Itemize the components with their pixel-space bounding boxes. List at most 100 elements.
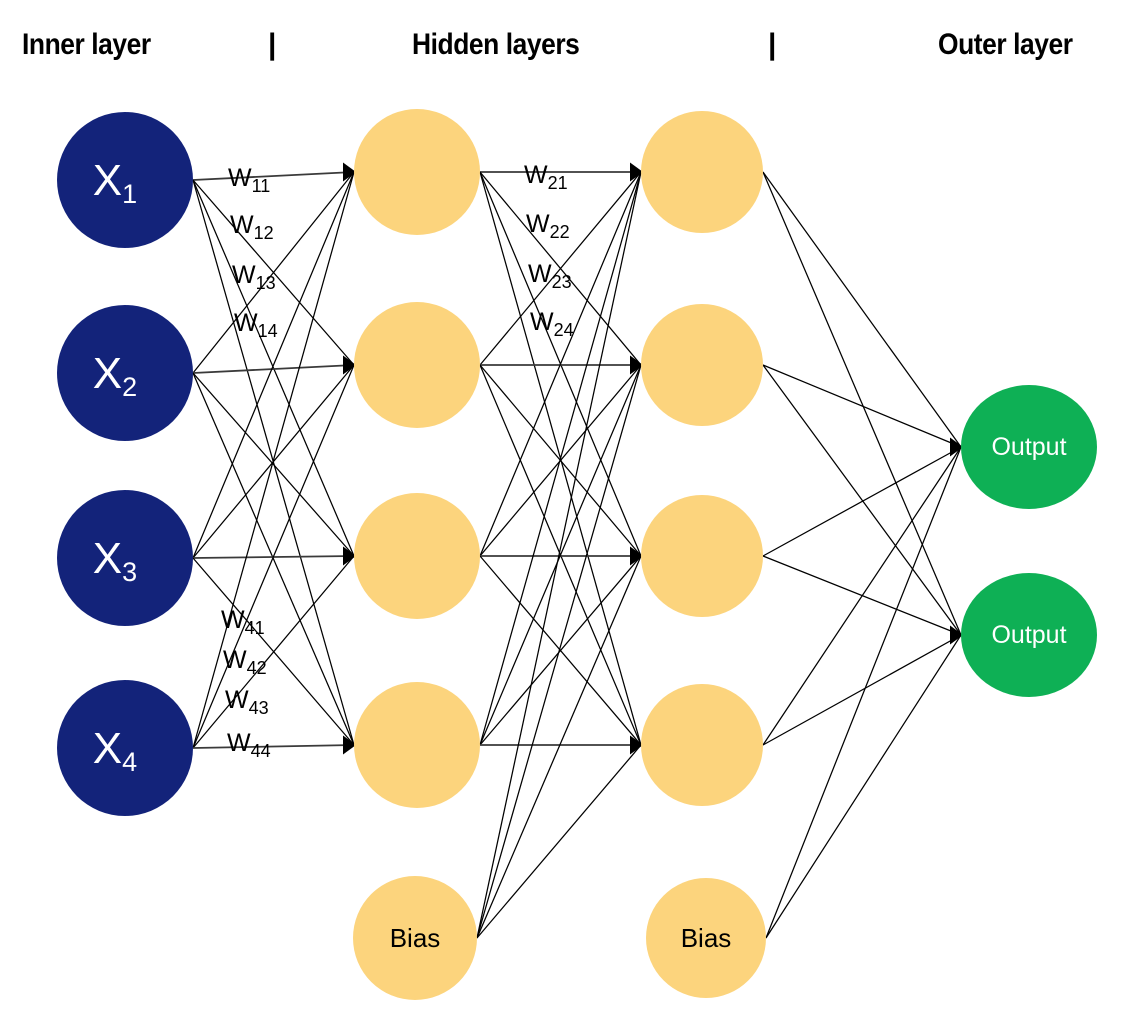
hidden2-node-4-shape bbox=[641, 684, 763, 806]
connection-edge bbox=[192, 744, 355, 749]
hidden1-bias-node-label: Bias bbox=[390, 923, 441, 953]
connection-edge bbox=[765, 446, 962, 939]
connection-edge bbox=[762, 364, 962, 448]
layer-header-0: Inner layer bbox=[22, 28, 151, 61]
edge-arrowhead-icon bbox=[343, 355, 356, 375]
output-node-1[interactable]: Output bbox=[961, 385, 1097, 509]
connection-edge bbox=[192, 364, 355, 749]
header-separator: | bbox=[268, 28, 277, 61]
hidden2-node-2[interactable] bbox=[641, 304, 763, 426]
input-node-4-label: X4 bbox=[93, 724, 137, 778]
output-node-2-label: Output bbox=[991, 621, 1066, 649]
weight-label-w23: W23 bbox=[528, 260, 572, 292]
connection-edge bbox=[192, 364, 355, 374]
connection-edge bbox=[476, 171, 642, 939]
connection-edge bbox=[476, 555, 642, 939]
connection-edge bbox=[762, 446, 962, 746]
weight-label-w12: W12 bbox=[230, 211, 274, 243]
connection-edge bbox=[192, 179, 355, 746]
connection-edge bbox=[192, 555, 355, 749]
connection-edge bbox=[479, 171, 642, 366]
connection-edge bbox=[192, 372, 355, 746]
weight-label-w42: W42 bbox=[223, 646, 267, 678]
input-node-3[interactable]: X3 bbox=[57, 490, 193, 626]
hidden1-node-1[interactable] bbox=[354, 109, 480, 235]
connection-edge bbox=[479, 171, 642, 557]
input-node-1-label: X1 bbox=[93, 156, 137, 210]
output-node-2[interactable]: Output bbox=[961, 573, 1097, 697]
hidden2-node-4[interactable] bbox=[641, 684, 763, 806]
connection-edge bbox=[479, 555, 642, 746]
weight-label-w41: W41 bbox=[221, 606, 265, 638]
hidden1-bias-node-shape bbox=[353, 876, 477, 1000]
weight-label-w44: W44 bbox=[227, 729, 271, 761]
connection-edge bbox=[762, 446, 962, 557]
connection-edge bbox=[479, 171, 642, 746]
output-node-1-label: Output bbox=[991, 433, 1066, 461]
input-node-3-label: X3 bbox=[93, 534, 137, 588]
connection-edge bbox=[476, 364, 642, 939]
arrowheads-layer bbox=[343, 162, 963, 755]
input-node-2-shape bbox=[57, 305, 193, 441]
connection-edge bbox=[762, 171, 962, 448]
connection-edge bbox=[192, 171, 355, 181]
hidden2-node-1-shape bbox=[641, 111, 763, 233]
input-node-4-shape bbox=[57, 680, 193, 816]
input-node-1[interactable]: X1 bbox=[57, 112, 193, 248]
hidden1-node-2[interactable] bbox=[354, 302, 480, 428]
weight-label-w13: W13 bbox=[232, 261, 276, 293]
edge-arrowhead-icon bbox=[630, 546, 643, 566]
connection-edge bbox=[762, 171, 962, 636]
weight-label-w11: W11 bbox=[228, 164, 270, 196]
input-node-4[interactable]: X4 bbox=[57, 680, 193, 816]
hidden2-node-3-shape bbox=[641, 495, 763, 617]
hidden2-bias-node[interactable]: Bias bbox=[646, 878, 766, 998]
weight-label-w43: W43 bbox=[225, 686, 269, 718]
layer-header-4: Outer layer bbox=[938, 28, 1073, 61]
hidden2-bias-node-shape bbox=[646, 878, 766, 998]
hidden1-bias-node[interactable]: Bias bbox=[353, 876, 477, 1000]
hidden2-bias-node-label: Bias bbox=[681, 923, 732, 953]
edge-arrowhead-icon bbox=[630, 735, 643, 755]
connection-edge bbox=[192, 171, 355, 749]
connection-edge bbox=[762, 364, 962, 636]
edges-layer bbox=[192, 171, 962, 939]
layer-header-2: Hidden layers bbox=[412, 28, 580, 61]
edge-arrowhead-icon bbox=[950, 437, 963, 457]
edge-arrowhead-icon bbox=[630, 162, 643, 182]
output-node-1-shape bbox=[961, 385, 1097, 509]
hidden1-node-4-shape bbox=[354, 682, 480, 808]
weight-label-w24: W24 bbox=[530, 308, 574, 340]
edge-arrowhead-icon bbox=[950, 625, 963, 645]
edge-arrowhead-icon bbox=[343, 162, 356, 182]
connection-edge bbox=[192, 179, 355, 557]
edge-arrowhead-icon bbox=[630, 355, 643, 375]
hidden1-node-2-shape bbox=[354, 302, 480, 428]
edge-arrowhead-icon bbox=[343, 735, 356, 755]
header-separator: | bbox=[768, 28, 777, 61]
connection-edge bbox=[765, 634, 962, 939]
connection-edge bbox=[762, 634, 962, 746]
hidden2-node-1[interactable] bbox=[641, 111, 763, 233]
edge-arrowhead-icon bbox=[343, 546, 356, 566]
weight-label-w14: W14 bbox=[234, 309, 278, 341]
input-node-3-shape bbox=[57, 490, 193, 626]
input-node-2[interactable]: X2 bbox=[57, 305, 193, 441]
input-node-2-label: X2 bbox=[93, 349, 137, 403]
connection-edge bbox=[192, 171, 355, 559]
connection-edge bbox=[479, 364, 642, 746]
weight-label-w22: W22 bbox=[526, 210, 570, 242]
connection-edge bbox=[476, 744, 642, 939]
hidden1-node-3-shape bbox=[354, 493, 480, 619]
hidden1-node-4[interactable] bbox=[354, 682, 480, 808]
hidden2-node-3[interactable] bbox=[641, 495, 763, 617]
hidden1-node-1-shape bbox=[354, 109, 480, 235]
hidden1-node-3[interactable] bbox=[354, 493, 480, 619]
input-node-1-shape bbox=[57, 112, 193, 248]
hidden2-node-2-shape bbox=[641, 304, 763, 426]
connection-edge bbox=[192, 171, 355, 374]
